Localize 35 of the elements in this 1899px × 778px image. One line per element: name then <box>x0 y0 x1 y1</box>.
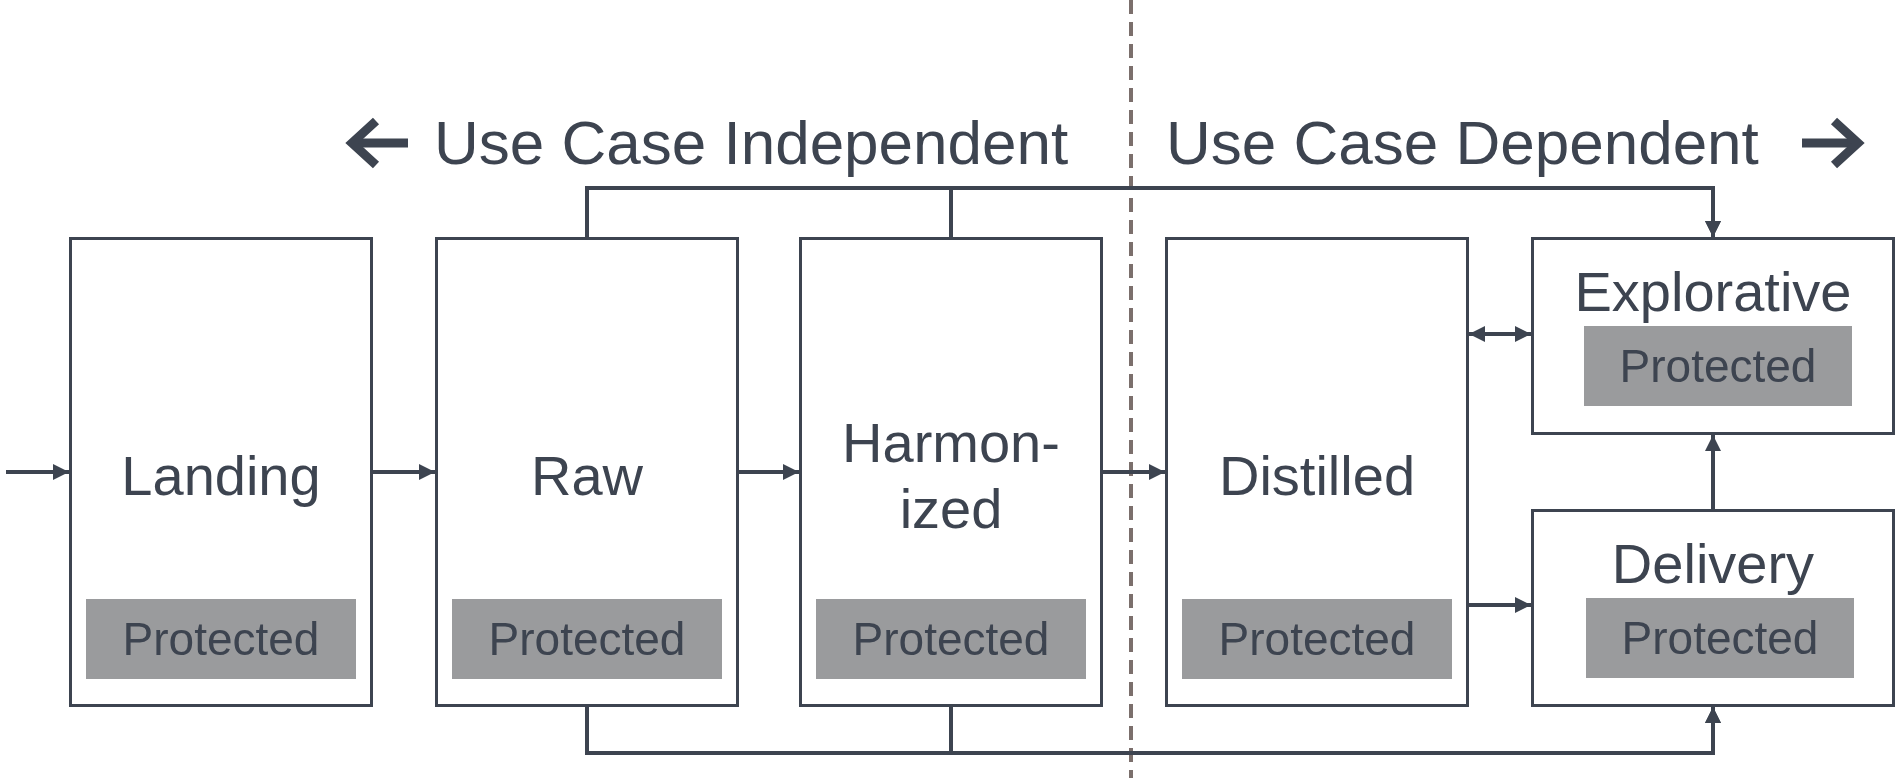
status-label: Protected <box>1218 612 1416 666</box>
status-label: Protected <box>1619 339 1817 393</box>
arrow <box>373 464 435 480</box>
status-bar <box>1584 326 1852 406</box>
stage-label: Distilled <box>1217 443 1417 509</box>
stage-label: Raw <box>530 443 644 509</box>
stage-box <box>1165 237 1469 707</box>
arrow <box>739 464 799 480</box>
status-bar <box>1182 599 1452 679</box>
arrow <box>1469 597 1531 613</box>
section-heading: Use Case Dependent <box>1166 110 1759 176</box>
stage-box <box>799 237 1103 707</box>
section-heading: Use Case Independent <box>434 110 1069 176</box>
stage-box <box>435 237 739 707</box>
stage-label: Landing <box>120 443 322 509</box>
arrow <box>949 186 1721 237</box>
status-label: Protected <box>852 612 1050 666</box>
arrow <box>1103 464 1165 480</box>
stage-box <box>1531 237 1895 435</box>
stage-box <box>1531 509 1895 707</box>
stage-box <box>69 237 373 707</box>
arrow <box>1705 435 1721 509</box>
stage-label: Delivery <box>1610 531 1816 597</box>
status-label: Protected <box>488 612 686 666</box>
status-label: Protected <box>1621 611 1819 665</box>
status-bar <box>452 599 722 679</box>
status-bar <box>1586 598 1854 678</box>
status-label: Protected <box>122 612 320 666</box>
status-bar <box>816 599 1086 679</box>
stage-label: Explorative <box>1573 259 1853 325</box>
stage-label: Harmon-ized <box>841 410 1061 542</box>
arrow <box>6 464 69 480</box>
arrow <box>1469 326 1531 342</box>
arrow <box>949 707 1721 755</box>
status-bar <box>86 599 356 679</box>
